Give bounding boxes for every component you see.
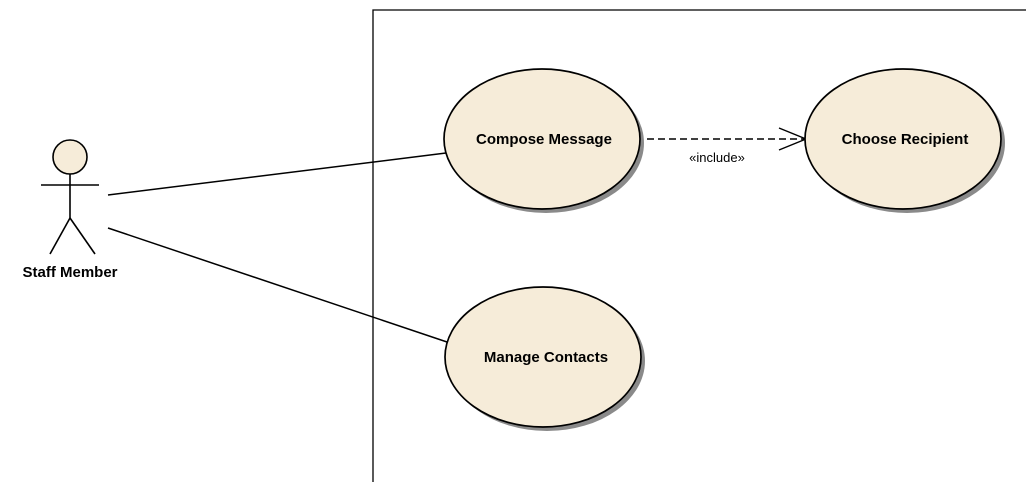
include-stereotype-label: «include» — [689, 150, 745, 165]
include-dependency — [647, 127, 808, 151]
association-compose-message — [107, 152, 447, 196]
actor-staff-member[interactable]: Staff Member — [22, 139, 118, 281]
actor-right-leg — [69, 217, 96, 255]
use-case-choose-recipient[interactable]: Choose Recipient — [804, 68, 1005, 213]
use-case-manage-contacts-oval — [444, 286, 642, 428]
use-case-compose-message-oval — [443, 68, 641, 210]
use-case-manage-contacts[interactable]: Manage Contacts — [444, 286, 645, 431]
actor-head — [52, 139, 88, 175]
use-case-manage-contacts-label: Manage Contacts — [484, 349, 608, 366]
use-case-compose-message[interactable]: Compose Message — [443, 68, 644, 213]
use-case-compose-message-label: Compose Message — [476, 131, 612, 148]
association-manage-contacts — [107, 227, 448, 343]
use-case-choose-recipient-label: Choose Recipient — [842, 131, 969, 148]
actor-left-leg — [49, 217, 71, 255]
actor-label: Staff Member — [22, 264, 117, 281]
use-case-choose-recipient-oval — [804, 68, 1002, 210]
system-boundary — [372, 9, 1026, 482]
